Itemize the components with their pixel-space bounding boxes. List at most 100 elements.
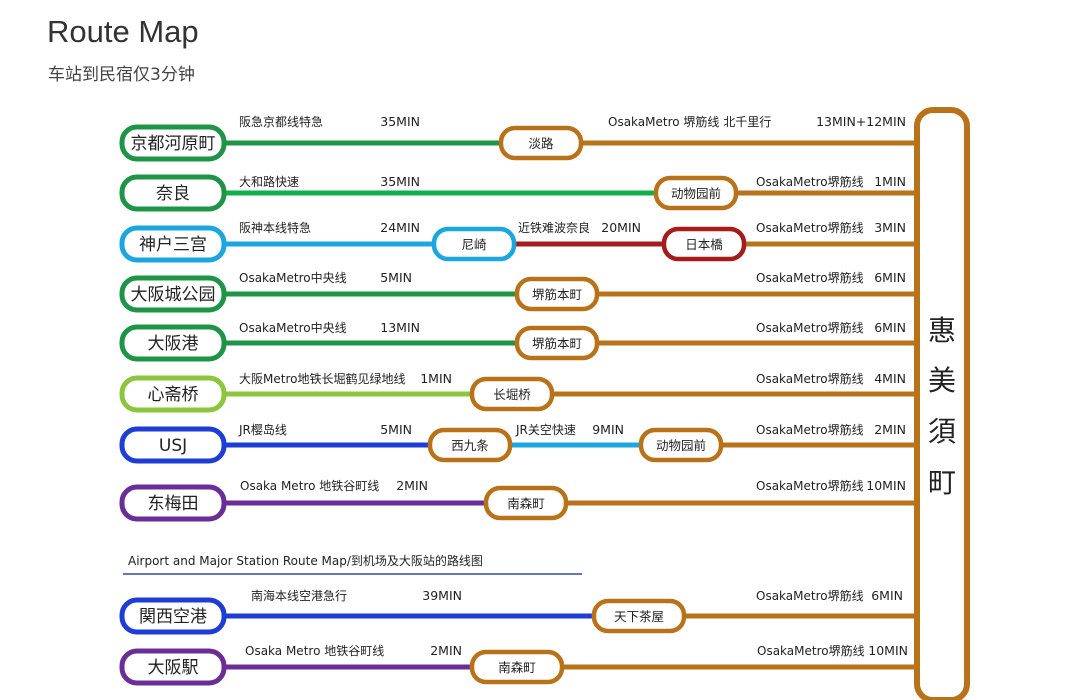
route-row: JR樱岛线 5MIN JR关空快速 9MIN OsakaMetro堺筋线 2MIN USJ 西… bbox=[119, 422, 917, 464]
travel-time-label: 4MIN bbox=[874, 371, 906, 386]
start-station-pill bbox=[119, 324, 227, 362]
travel-time-label: 9MIN bbox=[592, 422, 624, 437]
start-station-pill bbox=[119, 426, 227, 464]
travel-time-label: 35MIN bbox=[380, 174, 420, 189]
transfer-station-pill bbox=[653, 175, 739, 211]
transfer-station-pill bbox=[661, 226, 747, 262]
transfer-station-name: 动物园前 bbox=[671, 186, 721, 201]
line-name-label: OsakaMetro堺筋线 bbox=[756, 320, 864, 335]
line-name-label: Osaka Metro 地铁谷町线 bbox=[245, 644, 384, 658]
destination-station-pill bbox=[914, 107, 970, 700]
start-station-pill bbox=[119, 375, 227, 413]
route-row: 阪神本线特急 24MIN 近铁难波奈良 20MIN OsakaMetro堺筋线 3MIN 神… bbox=[119, 220, 917, 263]
start-station-name: USJ bbox=[159, 436, 187, 456]
line-name-label: OsakaMetro中央线 bbox=[239, 270, 347, 285]
transfer-station-name: 南森町 bbox=[507, 496, 545, 511]
travel-time-label: 13MIN bbox=[380, 320, 420, 335]
travel-time-label: 3MIN bbox=[874, 220, 906, 235]
line-name-label: 大阪Metro地铁长堀鹤见绿地线 bbox=[239, 371, 405, 386]
start-station-pill bbox=[119, 648, 227, 686]
travel-time-label: 1MIN bbox=[420, 371, 452, 386]
line-name-label: 近铁难波奈良 bbox=[518, 220, 590, 235]
line-name-label: 南海本线空港急行 bbox=[251, 588, 347, 603]
line-name-label: OsakaMetro堺筋线 bbox=[756, 371, 864, 386]
line-name-label: JR樱岛线 bbox=[238, 422, 287, 437]
travel-time-label: 20MIN bbox=[601, 220, 641, 235]
start-station-name: 大阪港 bbox=[148, 334, 199, 354]
transfer-station-pill bbox=[514, 325, 600, 361]
transfer-station-pill bbox=[427, 427, 513, 463]
start-station-name: 京都河原町 bbox=[131, 134, 216, 154]
travel-time-label: 5MIN bbox=[380, 270, 412, 285]
line-name-label: JR关空快速 bbox=[515, 423, 576, 437]
transfer-station-pill bbox=[514, 276, 600, 312]
line-name-label: 阪神本线特急 bbox=[239, 220, 311, 235]
travel-time-label: 24MIN bbox=[380, 220, 420, 235]
line-name-label: 大和路快速 bbox=[239, 174, 299, 189]
line-name-label: OsakaMetro堺筋线 bbox=[756, 478, 864, 493]
transfer-station-name: 尼崎 bbox=[461, 237, 487, 252]
travel-time-label: 10MIN bbox=[868, 643, 908, 658]
transfer-station-name: 长堀桥 bbox=[493, 387, 531, 402]
start-station-pill bbox=[119, 225, 227, 263]
transfer-station-pill bbox=[431, 226, 517, 262]
start-station-name: 大阪駅 bbox=[148, 658, 199, 678]
transfer-station-name: 堺筋本町 bbox=[532, 336, 582, 351]
start-station-pill bbox=[119, 484, 227, 522]
line-name-label: OsakaMetro堺筋线 bbox=[757, 643, 865, 658]
start-station-name: 心斋桥 bbox=[148, 385, 199, 405]
transfer-station-name: 淡路 bbox=[528, 136, 554, 151]
destination-name-char: 惠 bbox=[928, 314, 956, 347]
section-title: Airport and Major Station Route Map/到机场及… bbox=[128, 553, 483, 568]
transfer-station-pill bbox=[469, 376, 555, 412]
travel-time-label: 39MIN bbox=[422, 588, 462, 603]
transfer-station-pill bbox=[591, 598, 687, 634]
transfer-station-pill bbox=[498, 125, 584, 161]
transfer-station-pill bbox=[469, 649, 565, 685]
start-station-name: 奈良 bbox=[156, 184, 190, 204]
travel-time-label: 2MIN bbox=[396, 478, 428, 493]
page-title: Route Map bbox=[47, 14, 199, 49]
travel-time-label: 2MIN bbox=[430, 643, 462, 658]
destination-name-char: 美 bbox=[928, 364, 956, 397]
transfer-station-name: 天下茶屋 bbox=[614, 609, 664, 624]
line-name-label: OsakaMetro 堺筋线 北千里行 bbox=[608, 114, 771, 129]
start-station-name: 神户三宫 bbox=[139, 235, 207, 255]
travel-time-label: 6MIN bbox=[871, 588, 903, 603]
start-station-name: 东梅田 bbox=[148, 494, 199, 514]
start-station-name: 関西空港 bbox=[139, 607, 207, 627]
travel-time-label: 6MIN bbox=[874, 270, 906, 285]
line-name-label: OsakaMetro中央线 bbox=[239, 320, 347, 335]
line-name-label: OsakaMetro堺筋线 bbox=[756, 422, 864, 437]
line-name-label: OsakaMetro堺筋线 bbox=[756, 270, 864, 285]
transfer-station-name: 动物园前 bbox=[656, 438, 706, 453]
line-name-label: OsakaMetro堺筋线 bbox=[756, 588, 864, 603]
start-station-pill bbox=[119, 275, 227, 313]
start-station-pill bbox=[119, 597, 227, 635]
travel-time-label: 13MIN+12MIN bbox=[816, 114, 906, 129]
transfer-station-name: 日本橋 bbox=[685, 237, 723, 252]
travel-time-label: 2MIN bbox=[874, 422, 906, 437]
route-row: 南海本线空港急行 39MIN OsakaMetro堺筋线 6MIN 関西空港 天下茶屋 bbox=[119, 588, 917, 635]
line-name-label: OsakaMetro堺筋线 bbox=[756, 220, 864, 235]
transfer-station-name: 堺筋本町 bbox=[532, 287, 582, 302]
route-row: OsakaMetro中央线 5MIN OsakaMetro堺筋线 6MIN 大阪城公园 堺… bbox=[119, 270, 917, 313]
transfer-station-name: 南森町 bbox=[498, 660, 536, 675]
start-station-name: 大阪城公园 bbox=[131, 285, 216, 305]
line-name-label: Osaka Metro 地铁谷町线 bbox=[240, 479, 379, 493]
transfer-station-pill bbox=[638, 427, 724, 463]
travel-time-label: 10MIN bbox=[866, 478, 906, 493]
travel-time-label: 5MIN bbox=[380, 422, 412, 437]
route-row: 大阪Metro地铁长堀鹤见绿地线 1MIN OsakaMetro堺筋线 4MIN 心斋桥… bbox=[119, 371, 917, 413]
destination-name-char: 須 bbox=[928, 415, 956, 448]
line-name-label: OsakaMetro堺筋线 bbox=[756, 174, 864, 189]
start-station-pill bbox=[119, 174, 227, 212]
start-station-pill bbox=[119, 124, 227, 162]
page-subtitle: 车站到民宿仅3分钟 bbox=[48, 65, 195, 85]
transfer-station-name: 西九条 bbox=[451, 438, 489, 453]
